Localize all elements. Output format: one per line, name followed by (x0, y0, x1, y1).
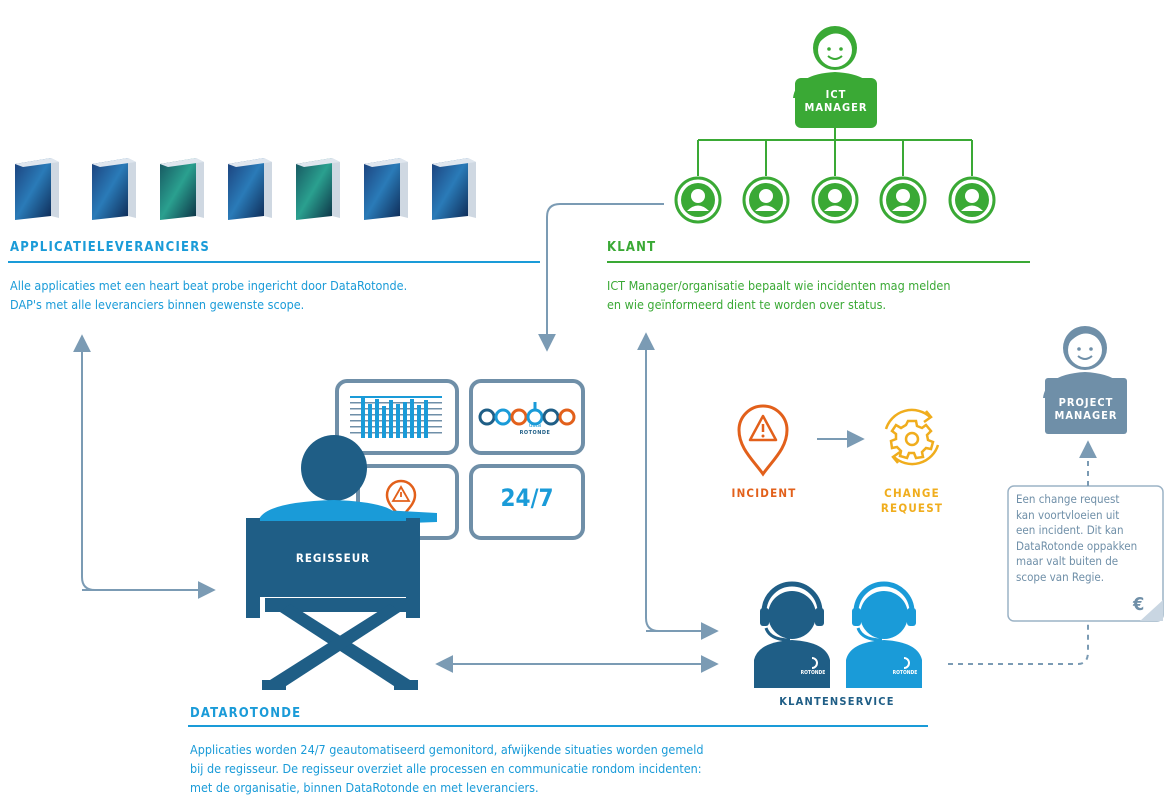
ict-manager-icon (793, 26, 877, 128)
change-note-line: DataRotonde oppakken (1016, 538, 1138, 553)
ict-manager-label-1: ICT (825, 88, 847, 101)
datarotonde-text-line1: Applicaties worden 24/7 geautomatiseerd … (190, 742, 704, 757)
logo-panel-top: data (528, 422, 542, 429)
client-title: KLANT (607, 240, 657, 255)
suppliers-text-line2: DAP's met alle leveranciers binnen gewen… (10, 297, 305, 312)
arrow-klant-to-monitor (538, 203, 664, 352)
client-text-line1: ICT Manager/organisatie bepaalt wie inci… (607, 278, 951, 293)
project-manager-label-2: MANAGER (1054, 409, 1118, 422)
change-note-box (1007, 485, 1164, 622)
agent-badge-dark: ROTONDE (800, 670, 826, 676)
software-box-icon (15, 158, 59, 220)
agent-dark-icon (754, 581, 830, 688)
panel-24-7-label: 24/7 (500, 484, 554, 512)
change-note-line: kan voortvloeien uit (1016, 507, 1120, 522)
change-note-line: Een change request (1016, 492, 1120, 506)
bar-chart-icon (350, 396, 442, 438)
arrow-to-suppliers (73, 334, 214, 591)
change-note-line: scope van Regie. (1016, 569, 1105, 584)
user-icon (742, 176, 790, 224)
incident-label: INCIDENT (731, 486, 797, 500)
change-request-label: CHANGE REQUEST (864, 486, 960, 516)
change-note-line: maar valt buiten de (1016, 554, 1119, 568)
software-box-icon (160, 158, 204, 220)
user-icons (674, 176, 996, 224)
project-manager-label-1: PROJECT (1058, 396, 1114, 409)
software-box-icon (296, 158, 340, 220)
note-fold (1140, 600, 1163, 621)
datarotonde-logo-icon (478, 402, 576, 426)
suppliers-title: APPLICATIELEVERANCIERS (10, 240, 211, 255)
datarotonde-text-line3: met de organisatie, binnen DataRotonde e… (190, 780, 539, 795)
software-box-icon (432, 158, 476, 220)
project-manager-icon (1043, 326, 1127, 434)
ict-manager-label: ICT MANAGER (795, 88, 877, 114)
software-box-icon (228, 158, 272, 220)
user-icon (879, 176, 927, 224)
alert-pin-icon (385, 479, 417, 521)
org-tree-lines (697, 128, 973, 176)
datarotonde-text-line2: bij de regisseur. De regisseur overziet … (190, 761, 702, 776)
datarotonde-title: DATAROTONDE (190, 706, 302, 721)
user-icon (811, 176, 859, 224)
agent-badge-light: ROTONDE (892, 670, 918, 676)
software-box-icon (364, 158, 408, 220)
change-note-text: Een change request kan voortvloeien uit … (1016, 492, 1156, 585)
user-icon (674, 176, 722, 224)
change-request-label-1: CHANGE (884, 486, 940, 500)
incident-pin-icon (737, 404, 789, 477)
dashed-line-note (948, 622, 1089, 665)
change-gear-icon (884, 408, 940, 466)
software-boxes (15, 158, 476, 220)
regisseur-icon (246, 435, 437, 690)
logo-panel-bottom: ROTONDE (519, 430, 551, 436)
project-manager-label: PROJECT MANAGER (1045, 396, 1127, 422)
user-icon (948, 176, 996, 224)
ict-manager-label-2: MANAGER (804, 101, 868, 114)
software-box-icon (92, 158, 136, 220)
arrow-to-klant (637, 332, 717, 632)
agent-light-icon (846, 581, 922, 688)
service-title: KLANTENSERVICE (779, 695, 895, 708)
client-text-line2: en wie geïnformeerd dient te worden over… (607, 297, 887, 312)
change-note-line: een incident. Dit kan (1016, 523, 1124, 537)
euro-icon: € (1133, 594, 1145, 615)
regisseur-label: REGISSEUR (295, 551, 371, 565)
panel-24-7 (469, 464, 585, 540)
connector-arrows (73, 203, 1097, 673)
change-request-label-2: REQUEST (880, 501, 944, 515)
suppliers-text-line1: Alle applicaties met een heart beat prob… (10, 278, 408, 293)
agent-badge-icon (811, 657, 910, 669)
